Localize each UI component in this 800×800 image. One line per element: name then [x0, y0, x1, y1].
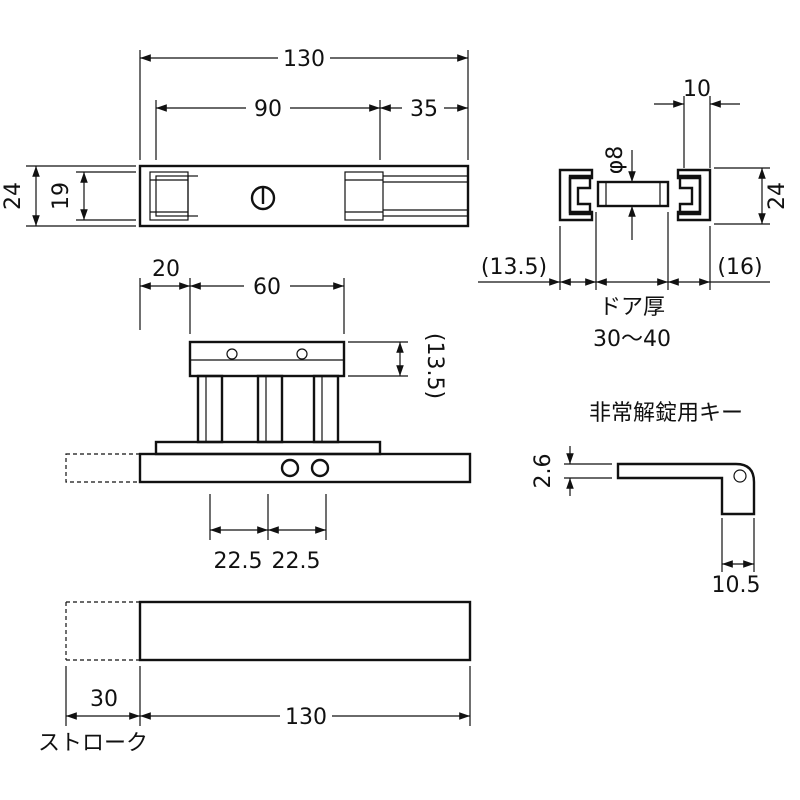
- bottom-view: 30 130 ストローク: [38, 600, 472, 756]
- dim-stroke-30: 30: [90, 687, 118, 712]
- front-view: 20 60 (13.5) 22.5 22.5: [65, 257, 472, 574]
- dim-diameter-8: φ8: [603, 146, 628, 175]
- stroke-label: ストローク: [38, 731, 148, 756]
- dim-height-19: 19: [49, 182, 74, 210]
- dim-inner-90: 90: [254, 97, 282, 122]
- dim-right-35: 35: [410, 97, 438, 122]
- dim-middle-60: 60: [253, 275, 281, 300]
- dim-length-130: 130: [285, 705, 327, 730]
- dim-key-thickness: 2.6: [531, 454, 556, 489]
- dim-key-width: 10.5: [712, 573, 761, 598]
- dim-height-13-5: (13.5): [422, 333, 447, 399]
- dim-pitch-1: 22.5: [214, 549, 263, 574]
- dim-overall-130: 130: [283, 47, 325, 72]
- dim-width-10: 10: [683, 77, 711, 102]
- emergency-key-view: 非常解錠用キー 2.6 10.5: [531, 401, 760, 598]
- dim-left-20: 20: [152, 257, 180, 282]
- dim-offset-left: (13.5): [481, 255, 547, 280]
- side-section-view: 10 φ8 24 (13.5) (16): [478, 77, 790, 352]
- knob-circle: [250, 185, 276, 211]
- door-thickness-label: ドア厚: [599, 295, 665, 320]
- top-view: 130 90 35 24 19: [1, 47, 470, 228]
- dim-pitch-2: 22.5: [272, 549, 321, 574]
- door-thickness-range: 30～40: [593, 327, 671, 352]
- dim-height-24: 24: [1, 182, 26, 210]
- dim-offset-right: (16): [717, 255, 762, 280]
- dim-height-24-side: 24: [765, 182, 790, 210]
- key-title: 非常解錠用キー: [589, 401, 743, 426]
